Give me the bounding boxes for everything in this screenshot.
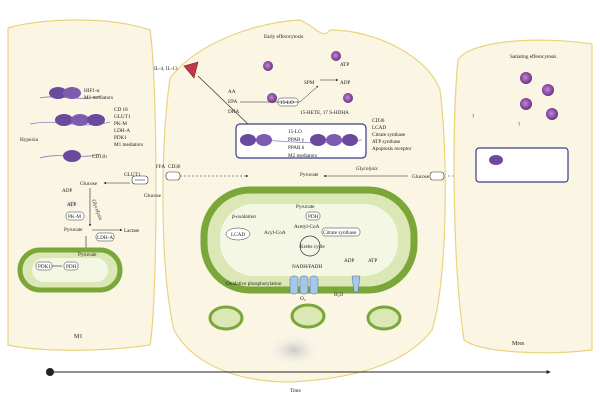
- center-mitochondrion: [200, 186, 418, 294]
- o2-label: O₂: [300, 296, 306, 302]
- m1-gene-cd18: CD 18: [114, 107, 128, 113]
- m1-gene-pdk1: PDK1: [114, 135, 127, 141]
- m1-gene-ldha: LDH-A: [114, 128, 130, 134]
- acetylcoa-label: Acetyl-CoA: [294, 224, 320, 230]
- pdh-box-left: [63, 261, 79, 271]
- early-efferocytosis-label: Early efferocytosis: [264, 33, 303, 40]
- mres-cell-membrane: [453, 39, 593, 354]
- q1-label: ?: [472, 114, 475, 120]
- hypoxia-label: Hypoxia: [20, 137, 39, 143]
- electron-transport-chain: [289, 275, 361, 295]
- adp-label: ADP: [62, 188, 72, 194]
- nadh-label: NADH/FADH: [292, 264, 322, 270]
- apoptotic-bodies-center: [263, 51, 353, 103]
- q2-label: ?: [518, 122, 521, 128]
- epa-label: EPA: [228, 99, 238, 105]
- lactate-label: Lactate: [124, 228, 140, 234]
- time-start-dot: [46, 368, 54, 376]
- pdk1-label: PDK1: [38, 264, 51, 270]
- m2-mediators-label: M2 mediators: [288, 153, 317, 159]
- adp-mito-label: ADP: [344, 258, 354, 264]
- mres-cell-label: Mres: [512, 341, 525, 347]
- apoptotic-bodies-right: [520, 72, 558, 120]
- center-gene-cd36: CD36: [372, 118, 385, 124]
- pyruvate2-label: Pyruvate: [78, 252, 97, 258]
- hete-label: 15-HETE, 17 S-HDHA: [300, 110, 349, 116]
- center-gene-atp-synthase: ATP synthase: [372, 139, 401, 145]
- glucose-out-label: Glucose: [144, 193, 162, 199]
- m1-gene-glut1: GLUT1: [114, 114, 131, 120]
- citrate-synthase-label: Citrate synthase: [323, 230, 357, 236]
- pkm-box: [65, 211, 85, 221]
- center-macrophage-cell: IL-4, IL-13 Early efferocytosis AA EPA D…: [154, 19, 470, 383]
- cd36-label: CD36: [168, 164, 181, 170]
- time-axis: Time: [46, 368, 551, 394]
- glut1-transporter: [131, 175, 149, 185]
- glucose-center-label: Glucose: [412, 174, 430, 180]
- lcad-label: LCAD: [231, 232, 245, 238]
- ppar-gamma-label: PPAR γ: [288, 137, 305, 143]
- small-mitochondria: [208, 303, 402, 331]
- center-gene-lcad: LCAD: [372, 125, 386, 131]
- mres-nucleus: [475, 147, 569, 183]
- aa-label: AA: [228, 89, 236, 95]
- atp-shadow: [62, 198, 82, 210]
- cd36-transporter: [165, 171, 181, 181]
- oxphos-label: Oxidative phosphorylation: [226, 281, 282, 287]
- m1-gene-pkm: PK-M: [114, 121, 127, 127]
- adp-top-label: ADP: [340, 80, 350, 86]
- ppar-delta-label: PPAR δ: [288, 145, 305, 151]
- atp-top-label: ATP: [340, 62, 349, 68]
- hif-complex: [49, 87, 105, 162]
- h2o-label: H₂O: [334, 292, 344, 298]
- ldha-box: [95, 232, 115, 242]
- lcad-box: [225, 227, 251, 241]
- krebs-label: Krebs cycle: [300, 244, 325, 250]
- lo15-label: 15-LO: [280, 100, 294, 106]
- m1-gene-mediators: M1 mediators: [114, 142, 143, 148]
- atp-label: ATP: [67, 202, 76, 208]
- il4-receptor: [183, 61, 199, 79]
- center-nucleus: [235, 123, 367, 159]
- center-gene-apoptosis: Apoptosis receptor: [372, 146, 412, 152]
- pyruvate-center-label: Pyruvate: [300, 172, 319, 178]
- atp-mito-label: ATP: [368, 258, 377, 264]
- pdh-box-center: [305, 211, 321, 221]
- m1-cell-label: M1: [74, 334, 82, 340]
- beta-oxidation-label: β-oxidation: [231, 214, 256, 220]
- pdh-center-label: PDH: [308, 214, 319, 220]
- pyruvate-label: Pyruvate: [64, 227, 83, 233]
- citrate-synthase-box: [321, 227, 361, 237]
- time-label: Time: [290, 388, 301, 394]
- cd11b-label: CD11b: [92, 154, 107, 160]
- center-shadow: [264, 332, 324, 368]
- glut1-label: GLUT1: [124, 172, 141, 178]
- acylcoa-label: Acyl-CoA: [264, 230, 286, 236]
- lo15b-label: 15-LO: [288, 129, 302, 135]
- glycolysis-center-label: Glycolysis: [356, 166, 378, 172]
- glucose-in-label: Glucose: [80, 181, 98, 187]
- il4-il13-label: IL-4, IL-13: [154, 66, 178, 72]
- mres-complex: [489, 155, 503, 165]
- m1-macrophage-cell: HIF1-α M1 mediators Hypoxia CD11b CD 18 …: [7, 19, 162, 351]
- mres-macrophage-cell: Satiating efferocytosis ? ? Mres: [453, 39, 593, 354]
- center-gene-citrate: Citrate synthase: [372, 132, 406, 138]
- hif-label: HIF1-α: [84, 88, 100, 94]
- dha-label: DHA: [228, 109, 239, 115]
- krebs-cycle-circle: [299, 235, 321, 257]
- glut-right-transporter: [429, 171, 445, 181]
- pkm-label: PK-M: [68, 214, 81, 220]
- pdh-left-label: PDH: [66, 264, 77, 270]
- m1-mediators-top: M1 mediators: [84, 95, 113, 101]
- ffa-label: FFA: [156, 164, 165, 170]
- ldha-label: LDH-A: [97, 235, 113, 241]
- pyruvate-mito-label: Pyruvate: [296, 204, 315, 210]
- spm-label: SPM: [304, 80, 315, 86]
- satiating-label: Satiating efferocytosis: [510, 53, 556, 60]
